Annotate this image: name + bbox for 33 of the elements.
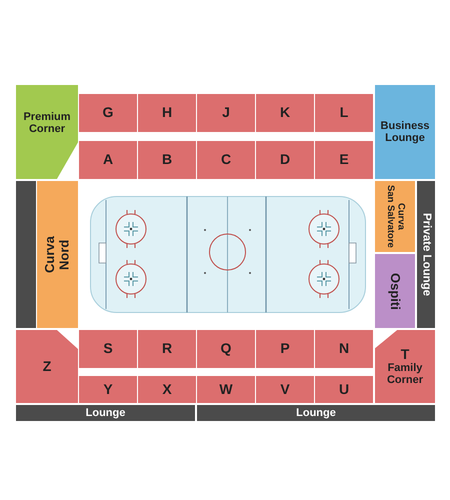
seating-section: P	[256, 330, 314, 368]
seating-section: L	[315, 94, 373, 132]
seating-section: Z	[16, 330, 78, 403]
seating-section: V	[256, 376, 314, 403]
seating-section: U	[315, 376, 373, 403]
seating-section: Private Lounge	[417, 181, 435, 328]
seating-section: R	[138, 330, 196, 368]
section-label: Family Corner	[386, 362, 424, 386]
seating-section: H	[138, 94, 196, 132]
seating-section: Curva Nord	[37, 181, 78, 328]
seating-section: N	[315, 330, 373, 368]
seating-section: Premium Corner	[16, 85, 78, 179]
seating-section: Y	[79, 376, 137, 403]
seating-section: X	[138, 376, 196, 403]
seating-section: J	[197, 94, 255, 132]
seating-section: G	[79, 94, 137, 132]
seating-section: Q	[197, 330, 255, 368]
seating-section: Lounge	[16, 405, 195, 421]
seating-section: K	[256, 94, 314, 132]
seating-section: D	[256, 141, 314, 179]
seating-section: B	[138, 141, 196, 179]
seating-section: C	[197, 141, 255, 179]
seating-section: S	[79, 330, 137, 368]
section-bar	[16, 181, 36, 328]
seating-section: E	[315, 141, 373, 179]
seating-section-panel	[375, 330, 435, 403]
seating-section: A	[79, 141, 137, 179]
seating-section: W	[197, 376, 255, 403]
seating-section: Ospiti	[375, 254, 415, 328]
seating-section: Curva San Salvatore	[375, 181, 415, 252]
section-letter: T	[400, 346, 410, 362]
seating-section: Lounge	[197, 405, 435, 421]
seating-section: Business Lounge	[375, 85, 435, 179]
